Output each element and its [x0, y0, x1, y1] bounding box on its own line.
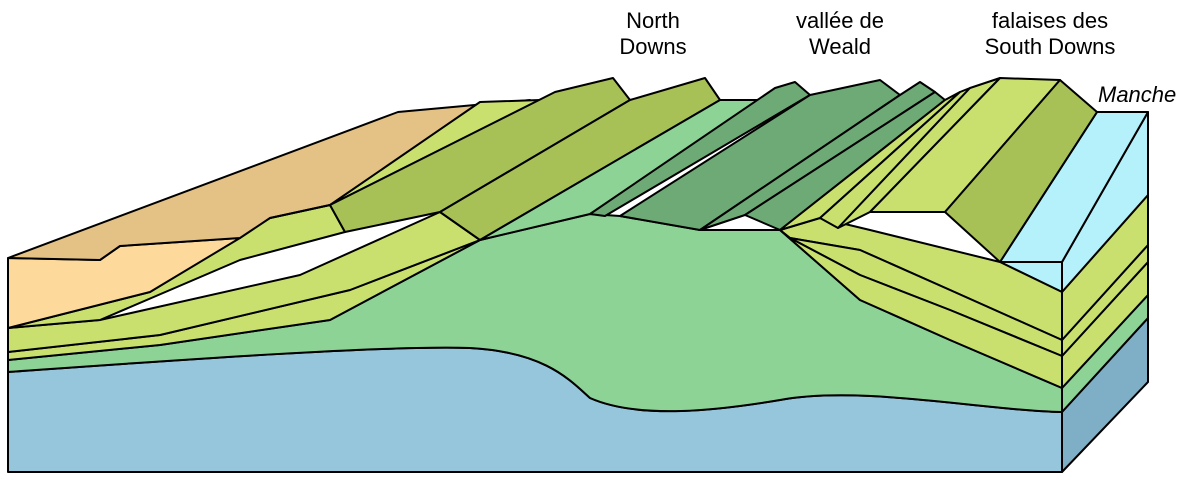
north-downs-label: North Downs — [593, 8, 713, 60]
top-clay-weald-3 — [619, 79, 901, 231]
top-chalk-south-cliff — [944, 79, 1098, 263]
weald-valley-label: vallée de Weald — [765, 8, 915, 60]
channel-label: Manche — [1098, 82, 1177, 107]
top-clay-weald-2 — [589, 81, 811, 217]
south-downs-label-line2: South Downs — [984, 34, 1116, 59]
south-downs-label-line1: falaises des — [991, 8, 1109, 33]
top-chalk-north-1 — [269, 99, 541, 219]
front-clay-layer — [7, 213, 1063, 413]
weald-valley-label-line2: Weald — [809, 34, 871, 59]
weald-valley-label-line1: vallée de — [795, 8, 885, 33]
top-chalk-north-3 — [439, 77, 721, 241]
front-chalk-right-c — [779, 229, 1063, 389]
south-downs-cliffs-label: falaises des South Downs — [955, 8, 1145, 60]
top-clay-weald-4 — [699, 81, 936, 231]
north-downs-label-line2: Downs — [619, 34, 687, 59]
north-downs-label-line1: North — [626, 8, 680, 33]
